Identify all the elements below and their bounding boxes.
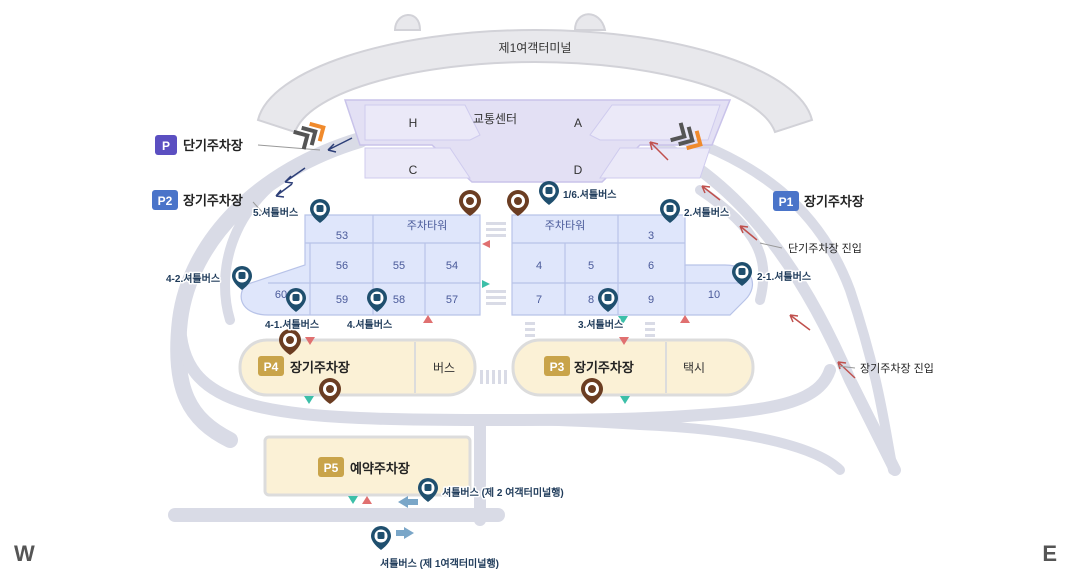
shuttle-label: 4-2.셔틀버스: [166, 272, 220, 285]
short-term-badge: P: [162, 139, 170, 153]
shuttle-label: 4-1.셔틀버스: [265, 318, 319, 331]
compass-west: W: [14, 541, 35, 566]
terminal-label: 제1여객터미널: [499, 41, 572, 55]
lot-p5: P5 예약주차장: [263, 435, 472, 497]
zone-8: 8: [588, 294, 594, 306]
shuttle-stop-2[interactable]: 2.셔틀버스: [660, 199, 731, 223]
bus-stop-icon: [539, 181, 559, 205]
zone-60: 60: [275, 289, 287, 301]
p5-badge: P5: [324, 461, 339, 475]
shuttle-stop-3[interactable]: 3.셔틀버스: [577, 288, 625, 333]
shuttle-stop-4[interactable]: 4.셔틀버스: [346, 288, 394, 333]
bus-area-label: 버스: [433, 361, 455, 375]
direction-arrows: [275, 137, 856, 379]
shuttle-label: 셔틀버스 (제 1여객터미널행): [380, 557, 499, 570]
section-c: C: [409, 163, 418, 177]
zone-57: 57: [446, 294, 458, 306]
shuttle-label: 4.셔틀버스: [347, 318, 392, 331]
shuttle-stop-1-6[interactable]: 1/6.셔틀버스: [539, 181, 618, 205]
crosswalks: [330, 222, 655, 522]
zone-56: 56: [336, 260, 348, 272]
transport-center: 교통센터 H A C D: [343, 99, 732, 183]
zone-parking-tower-east: 주차타워: [545, 219, 585, 232]
shuttle-label: 2-1.셔틀버스: [757, 270, 811, 283]
zone-55: 55: [393, 260, 405, 272]
long-term-entry-label: 장기주차장 진입: [860, 362, 934, 375]
short-term-label: 단기주차장: [183, 138, 243, 153]
transport-center-label: 교통센터: [473, 112, 517, 126]
zone-3: 3: [648, 230, 654, 242]
zone-10: 10: [708, 289, 720, 301]
compass-east: E: [1042, 541, 1057, 566]
lot-p4: P4 장기주차장 버스: [238, 338, 477, 397]
walkway-arrows: [396, 496, 418, 539]
shuttle-stop-t2[interactable]: 셔틀버스 (제 2 여객터미널행): [418, 478, 565, 502]
bus-stop-icon: [371, 526, 391, 550]
lot-short-term: P 단기주차장: [155, 135, 321, 155]
shuttle-stop-t1[interactable]: 셔틀버스 (제 1여객터미널행): [371, 526, 500, 572]
lot-p3: P3 장기주차장 택시: [511, 338, 755, 397]
zone-7: 7: [536, 294, 542, 306]
section-a: A: [574, 116, 582, 130]
section-h: H: [409, 116, 418, 130]
p3-label: 장기주차장: [574, 360, 634, 375]
p5-label: 예약주차장: [350, 461, 410, 476]
zone-block-east: [511, 214, 754, 316]
zone-labels-west: 53 주차타워 56 55 54 60 59 58 57: [275, 219, 458, 306]
zone-53: 53: [336, 230, 348, 242]
lot-p1: P1 장기주차장: [773, 191, 864, 211]
shuttle-stop-5[interactable]: 5.셔틀버스: [252, 199, 330, 223]
zone-58: 58: [393, 294, 405, 306]
p1-badge: P1: [779, 195, 794, 209]
zone-6: 6: [648, 260, 654, 272]
shuttle-label: 셔틀버스 (제 2 여객터미널행): [442, 486, 564, 499]
shuttle-label: 1/6.셔틀버스: [563, 188, 616, 201]
p4-label: 장기주차장: [290, 360, 350, 375]
triangle-markers: [304, 240, 690, 504]
shuttle-stop-2-1[interactable]: 2-1.셔틀버스: [732, 262, 813, 286]
shuttle-label: 3.셔틀버스: [578, 318, 623, 331]
restaurant-icon[interactable]: [459, 190, 481, 216]
taxi-area-label: 택시: [683, 361, 705, 375]
p2-label: 장기주차장: [183, 193, 243, 208]
restaurant-icon[interactable]: [319, 378, 341, 404]
zone-54: 54: [446, 260, 458, 272]
short-term-entry-label: 단기주차장 진입: [788, 242, 862, 255]
p3-badge: P3: [550, 360, 565, 374]
shuttle-stop-4-2[interactable]: 4-2.셔틀버스: [165, 266, 252, 290]
p1-label: 장기주차장: [804, 194, 864, 209]
zone-parking-tower-west: 주차타워: [407, 219, 447, 232]
shuttle-label: 5.셔틀버스: [253, 206, 298, 219]
p4-badge: P4: [264, 360, 279, 374]
zone-9: 9: [648, 294, 654, 306]
section-d: D: [574, 163, 583, 177]
zone-5: 5: [588, 260, 594, 272]
restaurant-icon[interactable]: [507, 190, 529, 216]
zone-59: 59: [336, 294, 348, 306]
zone-4: 4: [536, 260, 542, 272]
restaurant-icon[interactable]: [581, 378, 603, 404]
zone-labels-east: 주차타워 3 4 5 6 7 8 9 10: [536, 219, 720, 306]
p2-badge: P2: [158, 194, 173, 208]
chevron-icon: [293, 121, 703, 151]
lot-p2: P2 장기주차장: [152, 190, 266, 216]
terminal-building: 제1여객터미널: [256, 13, 814, 134]
shuttle-stop-4-1[interactable]: 4-1.셔틀버스: [264, 288, 321, 333]
shuttle-label: 2.셔틀버스: [684, 206, 729, 219]
bus-stop-icon: [418, 478, 438, 502]
